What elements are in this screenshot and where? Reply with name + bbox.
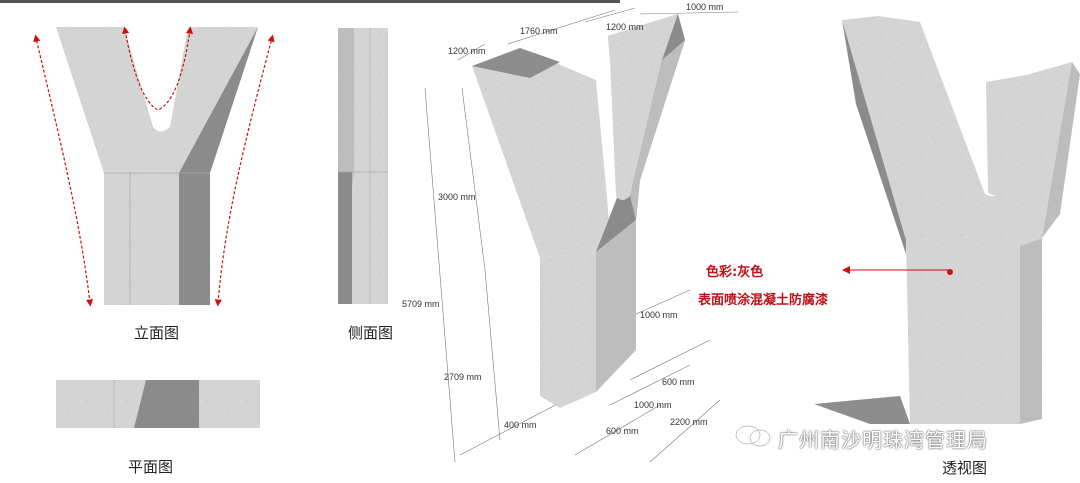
dim-label-600-b: 600 mm (606, 426, 639, 436)
dim-label-2200: 2200 mm (670, 417, 708, 427)
annotation-leader-line (842, 266, 950, 274)
caption-perspective: 透视图 (942, 459, 988, 477)
plan-view-drawing (56, 380, 260, 428)
dim-label-1760: 1760 mm (520, 26, 558, 36)
annotation-color: 色彩:灰色 (706, 265, 764, 280)
wechat-icon (734, 424, 774, 452)
dim-label-5709: 5709 mm (402, 299, 440, 309)
flow-arrow-middle (122, 26, 194, 111)
dim-label-1200-top: 1200 mm (606, 22, 644, 32)
flow-arrow-right (214, 34, 275, 307)
flow-arrow-left (33, 34, 94, 307)
dim-label-2709: 2709 mm (444, 372, 482, 382)
caption-side: 侧面图 (348, 324, 394, 342)
dim-label-3000: 3000 mm (438, 192, 476, 202)
dim-label-1000-low: 1000 mm (634, 400, 672, 410)
watermark-text: 广州南沙明珠湾管理局 (778, 428, 988, 452)
truncated-header-strip (0, 0, 640, 6)
dim-label-1000-mid: 1000 mm (640, 310, 678, 320)
front-elevation-drawing (33, 26, 275, 307)
caption-plan: 平面图 (128, 458, 174, 476)
caption-front: 立面图 (134, 324, 180, 342)
dim-label-600-a: 600 mm (662, 377, 695, 387)
side-elevation-drawing (338, 28, 388, 304)
dimension-lines (424, 7, 739, 463)
dim-label-400: 400 mm (504, 420, 537, 430)
annotation-finish: 表面喷涂混凝土防腐漆 (698, 293, 829, 308)
dim-label-1200-left: 1200 mm (448, 46, 486, 56)
perspective-drawing (814, 16, 1080, 424)
dim-label-1000-top: 1000 mm (686, 2, 724, 12)
dimensioned-isometric-drawing: 1000 mm 1200 mm 1760 mm 1200 mm 3000 mm … (402, 2, 739, 463)
front-stem-shade (179, 173, 210, 305)
